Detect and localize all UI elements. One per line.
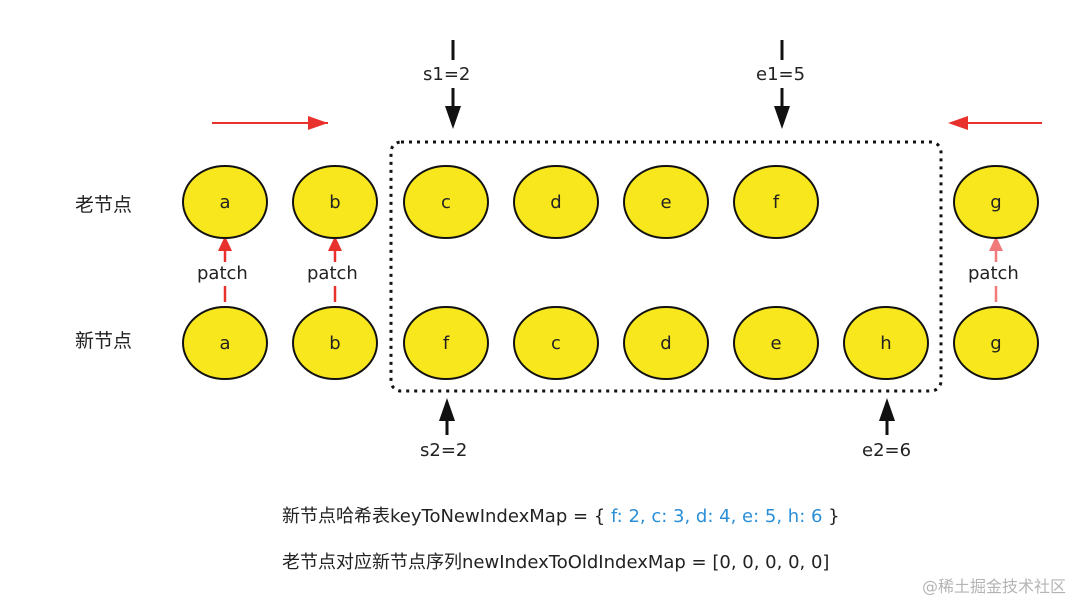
- old-node-label-6: g: [990, 192, 1001, 213]
- old-node-0: [182, 165, 268, 239]
- patch-label-g: patch: [968, 263, 1019, 284]
- e1-pointer-arrow: [774, 40, 790, 129]
- old-node-label-3: d: [550, 192, 561, 213]
- key-map-prefix: 新节点哈希表keyToNewIndexMap = {: [282, 506, 606, 527]
- range-box: [389, 140, 943, 393]
- patch-arrow-a: [218, 236, 232, 302]
- new-node-1: [292, 306, 378, 380]
- e1-pointer-label: e1=5: [756, 64, 806, 85]
- patch-arrow-b: [328, 236, 342, 302]
- new-node-label-1: b: [329, 333, 340, 354]
- old-node-label-1: b: [329, 192, 340, 213]
- new-node-label-2: f: [443, 333, 450, 354]
- s2-pointer-arrow: [439, 398, 455, 435]
- new-node-label-4: d: [660, 333, 671, 354]
- old-node-6: [953, 165, 1039, 239]
- patch-label-a: patch: [197, 263, 248, 284]
- new-index-to-old-index-map: 老节点对应新节点序列newIndexToOldIndexMap = [0, 0,…: [282, 552, 830, 573]
- new-node-label-7: g: [990, 333, 1001, 354]
- watermark: @稀土掘金技术社区: [921, 577, 1066, 596]
- patch-arrow-g: [989, 236, 1003, 302]
- s1-pointer-label: s1=2: [423, 64, 471, 85]
- right-direction-arrow-head: [948, 116, 968, 130]
- old-node-1: [292, 165, 378, 239]
- old-node-label-0: a: [219, 192, 230, 213]
- new-node-3: [513, 306, 599, 380]
- new-node-4: [623, 306, 709, 380]
- left-direction-arrow-head: [308, 116, 328, 130]
- new-node-5: [733, 306, 819, 380]
- s2-pointer-label: s2=2: [420, 440, 468, 461]
- new-node-2: [403, 306, 489, 380]
- new-node-label-3: c: [551, 333, 561, 354]
- s1-pointer-arrow: [445, 40, 461, 129]
- new-node-label-6: h: [880, 333, 891, 354]
- old-node-row: a b c d e f g: [182, 165, 1039, 239]
- old-row-label: 老节点: [75, 194, 133, 216]
- old-node-label-2: c: [441, 192, 451, 213]
- new-row-label: 新节点: [75, 330, 133, 352]
- key-map-values: f: 2, c: 3, d: 4, e: 5, h: 6: [605, 506, 823, 527]
- new-node-label-0: a: [219, 333, 230, 354]
- old-node-5: [733, 165, 819, 239]
- patch-label-b: patch: [307, 263, 358, 284]
- new-node-label-5: e: [770, 333, 781, 354]
- new-node-0: [182, 306, 268, 380]
- old-node-label-5: f: [773, 192, 780, 213]
- old-node-4: [623, 165, 709, 239]
- e2-pointer-arrow: [879, 398, 895, 435]
- new-node-7: [953, 306, 1039, 380]
- old-node-2: [403, 165, 489, 239]
- old-node-3: [513, 165, 599, 239]
- e2-pointer-label: e2=6: [862, 440, 912, 461]
- key-map-suffix: }: [822, 506, 840, 527]
- key-to-new-index-map: 新节点哈希表keyToNewIndexMap = { f: 2, c: 3, d…: [282, 502, 840, 528]
- old-node-label-4: e: [660, 192, 671, 213]
- new-node-6: [843, 306, 929, 380]
